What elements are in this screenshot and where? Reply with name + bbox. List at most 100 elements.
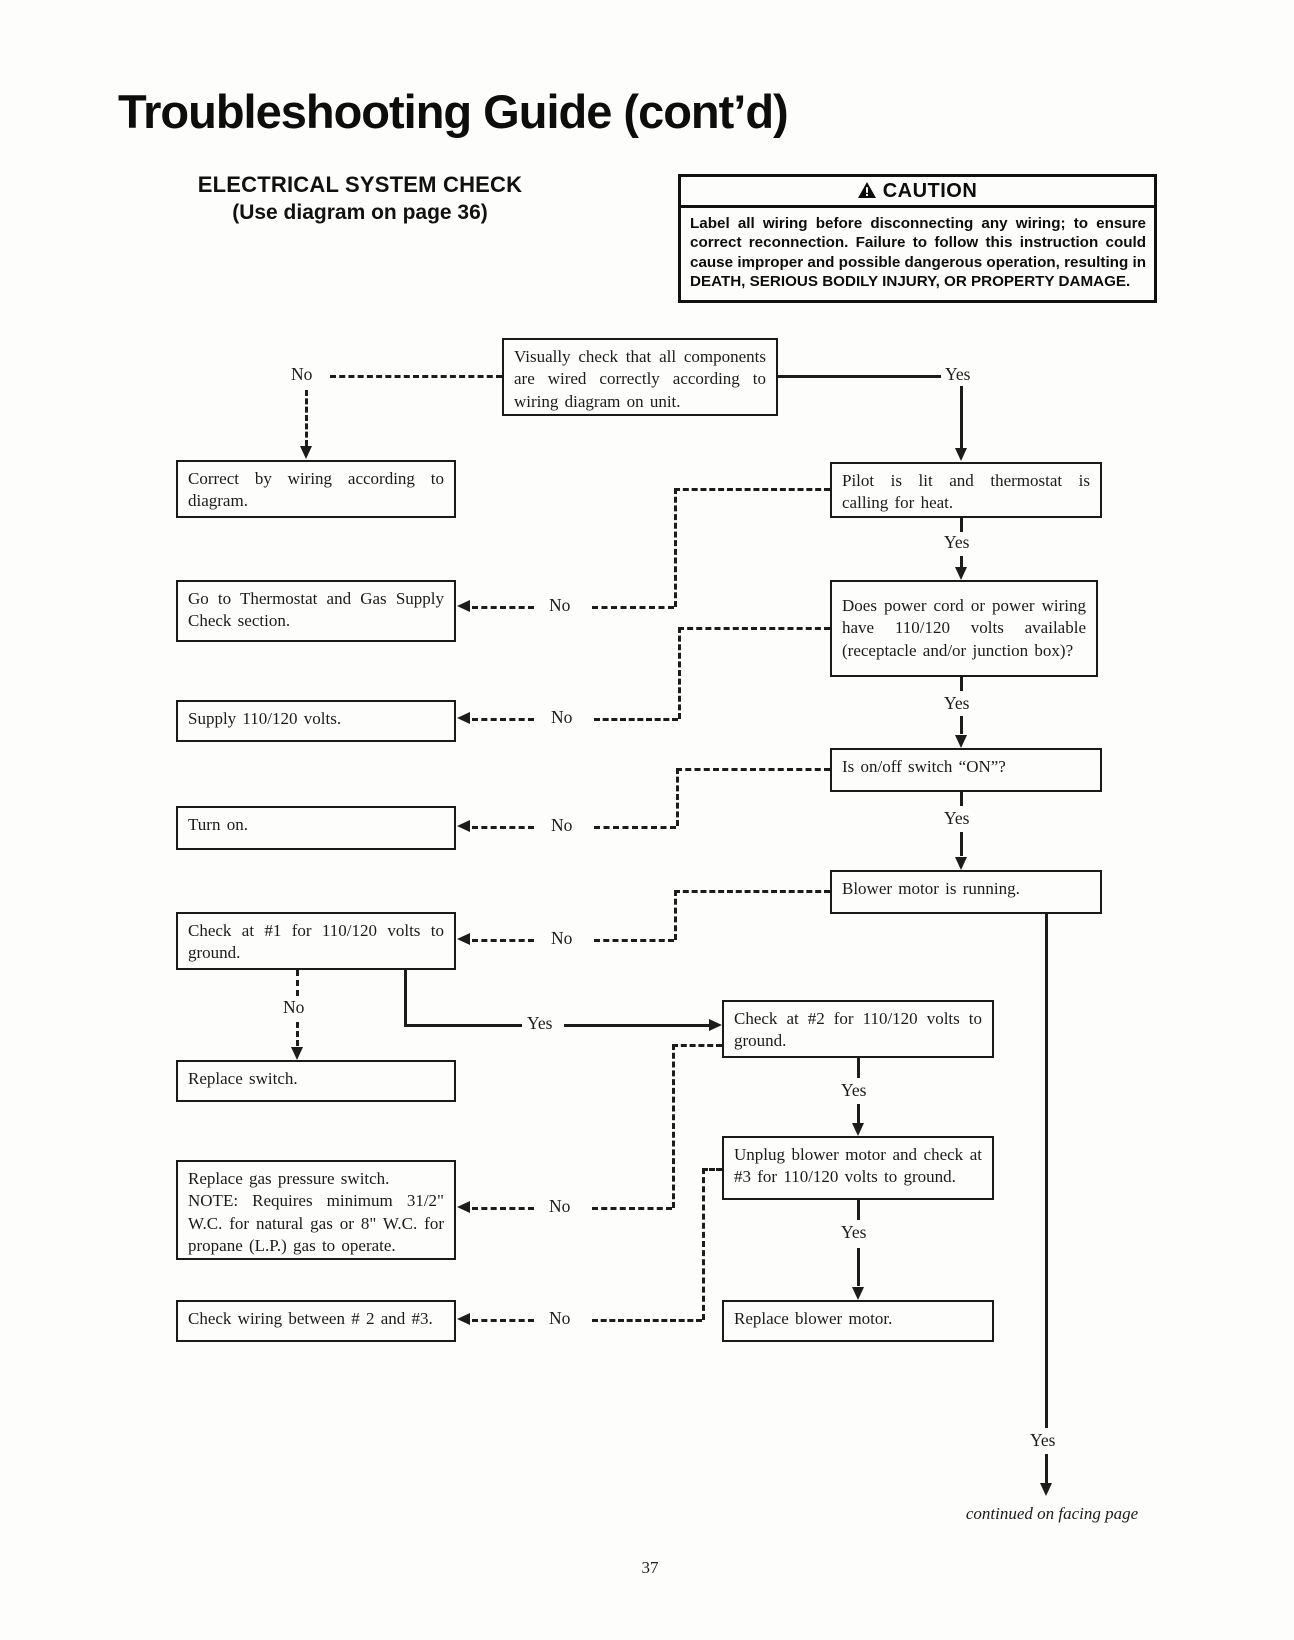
caution-triangle-icon bbox=[857, 182, 876, 198]
arrowhead-down bbox=[852, 1287, 864, 1300]
line-segment bbox=[1045, 1454, 1048, 1484]
line-segment bbox=[592, 1319, 702, 1322]
line-segment bbox=[676, 768, 679, 826]
node-power-volts: Does power cord or power wiring have 110… bbox=[830, 580, 1098, 677]
arrowhead-left bbox=[457, 933, 470, 945]
line-segment bbox=[778, 375, 941, 378]
node-correct-wiring: Correct by wiring according to diagram. bbox=[176, 460, 456, 518]
line-segment bbox=[960, 792, 963, 806]
page-number: 37 bbox=[641, 1558, 659, 1577]
line-segment bbox=[592, 606, 674, 609]
line-segment bbox=[857, 1104, 860, 1124]
line-segment bbox=[960, 716, 963, 734]
no-label: No bbox=[549, 1196, 571, 1216]
node-switch-on: Is on/off switch “ON”? bbox=[830, 748, 1102, 792]
line-segment bbox=[678, 627, 830, 630]
line-segment bbox=[857, 1058, 860, 1078]
yes-label: Yes bbox=[841, 1080, 867, 1100]
arrowhead-down bbox=[1040, 1483, 1052, 1496]
node-check-1: Check at #1 for 110/120 volts to ground. bbox=[176, 912, 456, 970]
line-segment bbox=[960, 518, 963, 532]
arrowhead-down bbox=[300, 446, 312, 459]
arrowhead-down bbox=[955, 857, 967, 870]
node-unplug-blower: Unplug blower motor and check at #3 for … bbox=[722, 1136, 994, 1200]
section-heading: ELECTRICAL SYSTEM CHECK bbox=[197, 172, 523, 197]
yes-label: Yes bbox=[944, 532, 970, 552]
node-visual-check: Visually check that all components are w… bbox=[502, 338, 778, 416]
line-segment bbox=[674, 488, 677, 607]
line-segment bbox=[564, 1024, 710, 1027]
line-segment bbox=[472, 826, 534, 829]
arrowhead-down bbox=[955, 735, 967, 748]
caution-box: CAUTION Label all wiring before disconne… bbox=[678, 174, 1157, 304]
line-segment bbox=[674, 890, 830, 893]
line-segment bbox=[857, 1200, 860, 1220]
node-blower-running: Blower motor is running. bbox=[830, 870, 1102, 914]
node-check-wiring-2-3: Check wiring between # 2 and #3. bbox=[176, 1300, 456, 1342]
node-replace-blower: Replace blower motor. bbox=[722, 1300, 994, 1342]
line-segment bbox=[676, 768, 830, 771]
continued-note: continued on facing page bbox=[965, 1504, 1139, 1523]
arrowhead-left bbox=[457, 1201, 470, 1213]
yes-label: Yes bbox=[841, 1222, 867, 1242]
yes-label: Yes bbox=[527, 1013, 553, 1033]
line-segment bbox=[702, 1168, 705, 1320]
line-segment bbox=[330, 375, 502, 378]
line-segment bbox=[672, 1044, 722, 1047]
arrowhead-left bbox=[457, 712, 470, 724]
line-segment bbox=[296, 1022, 299, 1046]
line-segment bbox=[674, 488, 830, 491]
line-segment bbox=[592, 1207, 672, 1210]
caution-body: Label all wiring before disconnecting an… bbox=[690, 215, 1146, 290]
line-segment bbox=[960, 386, 963, 448]
caution-header: CAUTION bbox=[681, 177, 1154, 208]
no-label: No bbox=[551, 707, 573, 727]
node-replace-switch: Replace switch. bbox=[176, 1060, 456, 1102]
arrowhead-down bbox=[955, 448, 967, 461]
no-label: No bbox=[551, 815, 573, 835]
arrowhead-down bbox=[852, 1123, 864, 1136]
node-pilot-lit: Pilot is lit and thermostat is calling f… bbox=[830, 462, 1102, 518]
line-segment bbox=[472, 939, 534, 942]
node-replace-gas-switch: Replace gas pressure switch. NOTE: Requi… bbox=[176, 1160, 456, 1260]
line-segment bbox=[594, 939, 674, 942]
line-segment bbox=[472, 1319, 534, 1322]
yes-label: Yes bbox=[1030, 1430, 1056, 1450]
line-segment bbox=[296, 970, 299, 996]
arrowhead-left bbox=[457, 600, 470, 612]
no-label: No bbox=[549, 595, 571, 615]
no-label: No bbox=[549, 1308, 571, 1328]
line-segment bbox=[857, 1248, 860, 1286]
line-segment bbox=[960, 832, 963, 856]
line-segment bbox=[672, 1044, 675, 1208]
section-heading-block: ELECTRICAL SYSTEM CHECK (Use diagram on … bbox=[165, 172, 555, 225]
line-segment bbox=[472, 606, 534, 609]
line-segment bbox=[960, 556, 963, 568]
node-turn-on: Turn on. bbox=[176, 806, 456, 850]
line-segment bbox=[702, 1168, 722, 1171]
line-segment bbox=[472, 718, 534, 721]
no-label: No bbox=[291, 364, 313, 384]
yes-label: Yes bbox=[944, 808, 970, 828]
arrowhead-left bbox=[457, 820, 470, 832]
line-segment bbox=[594, 718, 678, 721]
page-title: Troubleshooting Guide (cont’d) bbox=[118, 85, 789, 138]
line-segment bbox=[404, 970, 407, 1026]
yes-label: Yes bbox=[945, 364, 971, 384]
line-segment bbox=[674, 890, 677, 940]
node-go-thermostat: Go to Thermostat and Gas Supply Check se… bbox=[176, 580, 456, 642]
line-segment bbox=[960, 677, 963, 691]
arrowhead-down bbox=[291, 1047, 303, 1060]
no-label: No bbox=[283, 997, 305, 1017]
no-label: No bbox=[551, 928, 573, 948]
line-segment bbox=[404, 1024, 522, 1027]
line-segment bbox=[305, 390, 308, 446]
line-segment bbox=[472, 1207, 534, 1210]
caution-title: CAUTION bbox=[882, 180, 978, 202]
yes-label: Yes bbox=[944, 693, 970, 713]
arrowhead-down bbox=[955, 567, 967, 580]
section-subheading: (Use diagram on page 36) bbox=[232, 201, 488, 224]
arrowhead-left bbox=[457, 1313, 470, 1325]
line-segment bbox=[594, 826, 676, 829]
